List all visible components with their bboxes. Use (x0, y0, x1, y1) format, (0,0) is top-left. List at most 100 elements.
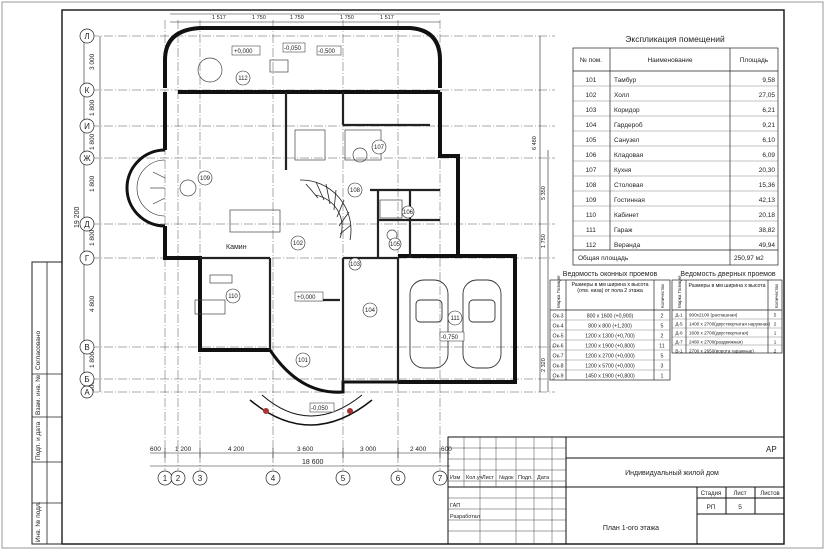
door-row-count: 2 (774, 322, 777, 327)
doors-header-mark: Марка Позиция (677, 275, 682, 308)
dim-right: 1 750 (541, 234, 547, 248)
right-dimensions (539, 36, 549, 392)
room-number: 111 (450, 316, 460, 322)
room-row-number: 104 (586, 122, 597, 129)
staircase (299, 179, 352, 241)
tb-stage-label: Стадия (701, 491, 721, 497)
bottom-dimensions (150, 448, 450, 467)
room-row-name: Столовая (614, 182, 644, 189)
room-row-area: 38,82 (759, 227, 776, 234)
door-row-size: 2700 х 2650(ворота гаражные) (689, 349, 754, 354)
dim-bottom: 1 200 (175, 446, 192, 453)
dim-left: 3 000 (89, 53, 96, 70)
furniture (179, 57, 403, 315)
dim-top: 1 750 (290, 15, 304, 21)
axis-label: А (84, 388, 90, 397)
dim-left: 600 (89, 381, 96, 392)
room-row-area: 9,58 (762, 77, 775, 84)
dim-overall: 18 600 (302, 459, 324, 466)
rooms-header-area: Площадь (740, 57, 769, 64)
level-marks: +0,000 -0,050 -0,500 +0,000 -0,750 -0,05… (231, 42, 465, 413)
room-row-area: 49,94 (759, 242, 776, 249)
window-row-size: 1450 х 1900 (+0,800) (585, 374, 635, 380)
room-number: 104 (365, 308, 376, 314)
room-row-number: 101 (586, 77, 597, 84)
floor-plan: 1 517 1 750 1 750 1 750 1 517 3 000 1 80… (74, 13, 555, 486)
room-row-number: 105 (586, 137, 597, 144)
window-row-size: 1200 х 1900 (+0,800) (585, 344, 635, 350)
rooms-table-title: Экспликация помещений (625, 34, 725, 44)
tb-col-date: Дата (537, 475, 550, 481)
dim-left: 1 800 (89, 175, 96, 192)
dim-top: 1 750 (252, 15, 266, 21)
stamp-agreed: Согласовано (35, 331, 42, 370)
window-row-size: 1200 х 2700 (+0,000) (585, 354, 635, 360)
door-row-size: 900х2100 (распашная) (689, 313, 738, 318)
axis-label: 2 (176, 474, 181, 483)
windows-header-count: Количество (660, 283, 665, 308)
dim-left: 1 800 (89, 133, 96, 150)
rooms-total-label: Общая площадь (578, 254, 629, 262)
room-row-name: Кладовая (614, 152, 644, 159)
room-row-name: Гараж (614, 227, 633, 234)
room-number: 107 (374, 145, 385, 151)
tb-col-izm: Изм (450, 475, 460, 481)
doors-header-size-box: Размеры в мм ширина х высота (688, 283, 766, 289)
door-row-count: 1 (774, 340, 777, 345)
axis-label: К (85, 86, 90, 95)
window-row-count: 2 (661, 314, 664, 320)
rooms-header-name: Наименование (647, 57, 692, 64)
window-row-size: 800 х 800 (+1,200) (588, 324, 632, 330)
window-row-count: 5 (661, 324, 664, 330)
axis-label: Л (84, 32, 89, 41)
room-number: 102 (293, 241, 304, 247)
door-row-mark: Д-7 (675, 340, 683, 345)
window-row-mark: Ок-9 (553, 374, 564, 380)
windows-header-size: Размеры в мм ширина х высота (отм. низа)… (571, 282, 649, 295)
interior-walls (200, 92, 440, 382)
axis-label: 6 (396, 474, 401, 483)
window-row-mark: Ок-6 (553, 344, 564, 350)
tb-col-list: Лист (482, 475, 494, 481)
room-row-name: Санузел (614, 137, 640, 144)
axis-label: В (84, 343, 89, 352)
doors-header-size: Размеры в мм ширина х высота (688, 283, 766, 289)
window-row-mark: Ок-5 (553, 334, 564, 340)
room-row-name: Гостинная (614, 197, 645, 204)
room-markers: 112 107 108 109 102 106 105 103 110 101 … (197, 70, 463, 368)
window-row-count: 1 (661, 374, 664, 380)
room-row-name: Кабинет (614, 211, 639, 219)
axis-bubbles-numbers: 1 2 3 4 5 6 7 (157, 470, 448, 486)
garage-cars (409, 279, 502, 369)
door-row-mark: В-1 (675, 349, 683, 354)
window-row-size: 1200 х 1300 (+0,700) (585, 334, 635, 340)
top-dimensions (170, 13, 440, 23)
door-row-size: 1600 х 2700(двустворчатая) (689, 331, 749, 336)
level-mark: -0,500 (318, 49, 336, 55)
tb-stage: РП (706, 504, 715, 511)
tb-sheets-label: Листов (760, 491, 780, 497)
tb-sheet-label: Лист (733, 491, 746, 497)
window-row-size: 1200 х 5700 (+0,000) (585, 364, 635, 370)
window-row-count: 11 (659, 344, 664, 350)
room-number: 110 (228, 294, 238, 300)
door-row-count: 2 (774, 349, 777, 354)
room-number: 101 (298, 358, 309, 364)
door-row-count: 5 (774, 313, 777, 318)
room-row-area: 42,13 (759, 197, 776, 204)
windows-table: Ведомость оконных проемов Марка Позиция … (549, 271, 671, 381)
axis-label: И (84, 122, 90, 131)
room-row-number: 107 (586, 167, 597, 174)
dim-bottom: 4 200 (228, 446, 245, 453)
axis-label: Ж (83, 154, 91, 163)
room-number: 105 (390, 242, 401, 248)
window-row-mark: Ок-7 (553, 354, 564, 360)
axis-label: 5 (341, 474, 346, 483)
room-number: 106 (403, 210, 414, 216)
room-row-name: Кухня (614, 167, 632, 174)
doors-table-title: Ведомость дверных проемов (680, 271, 775, 278)
room-row-area: 15,36 (759, 182, 776, 189)
